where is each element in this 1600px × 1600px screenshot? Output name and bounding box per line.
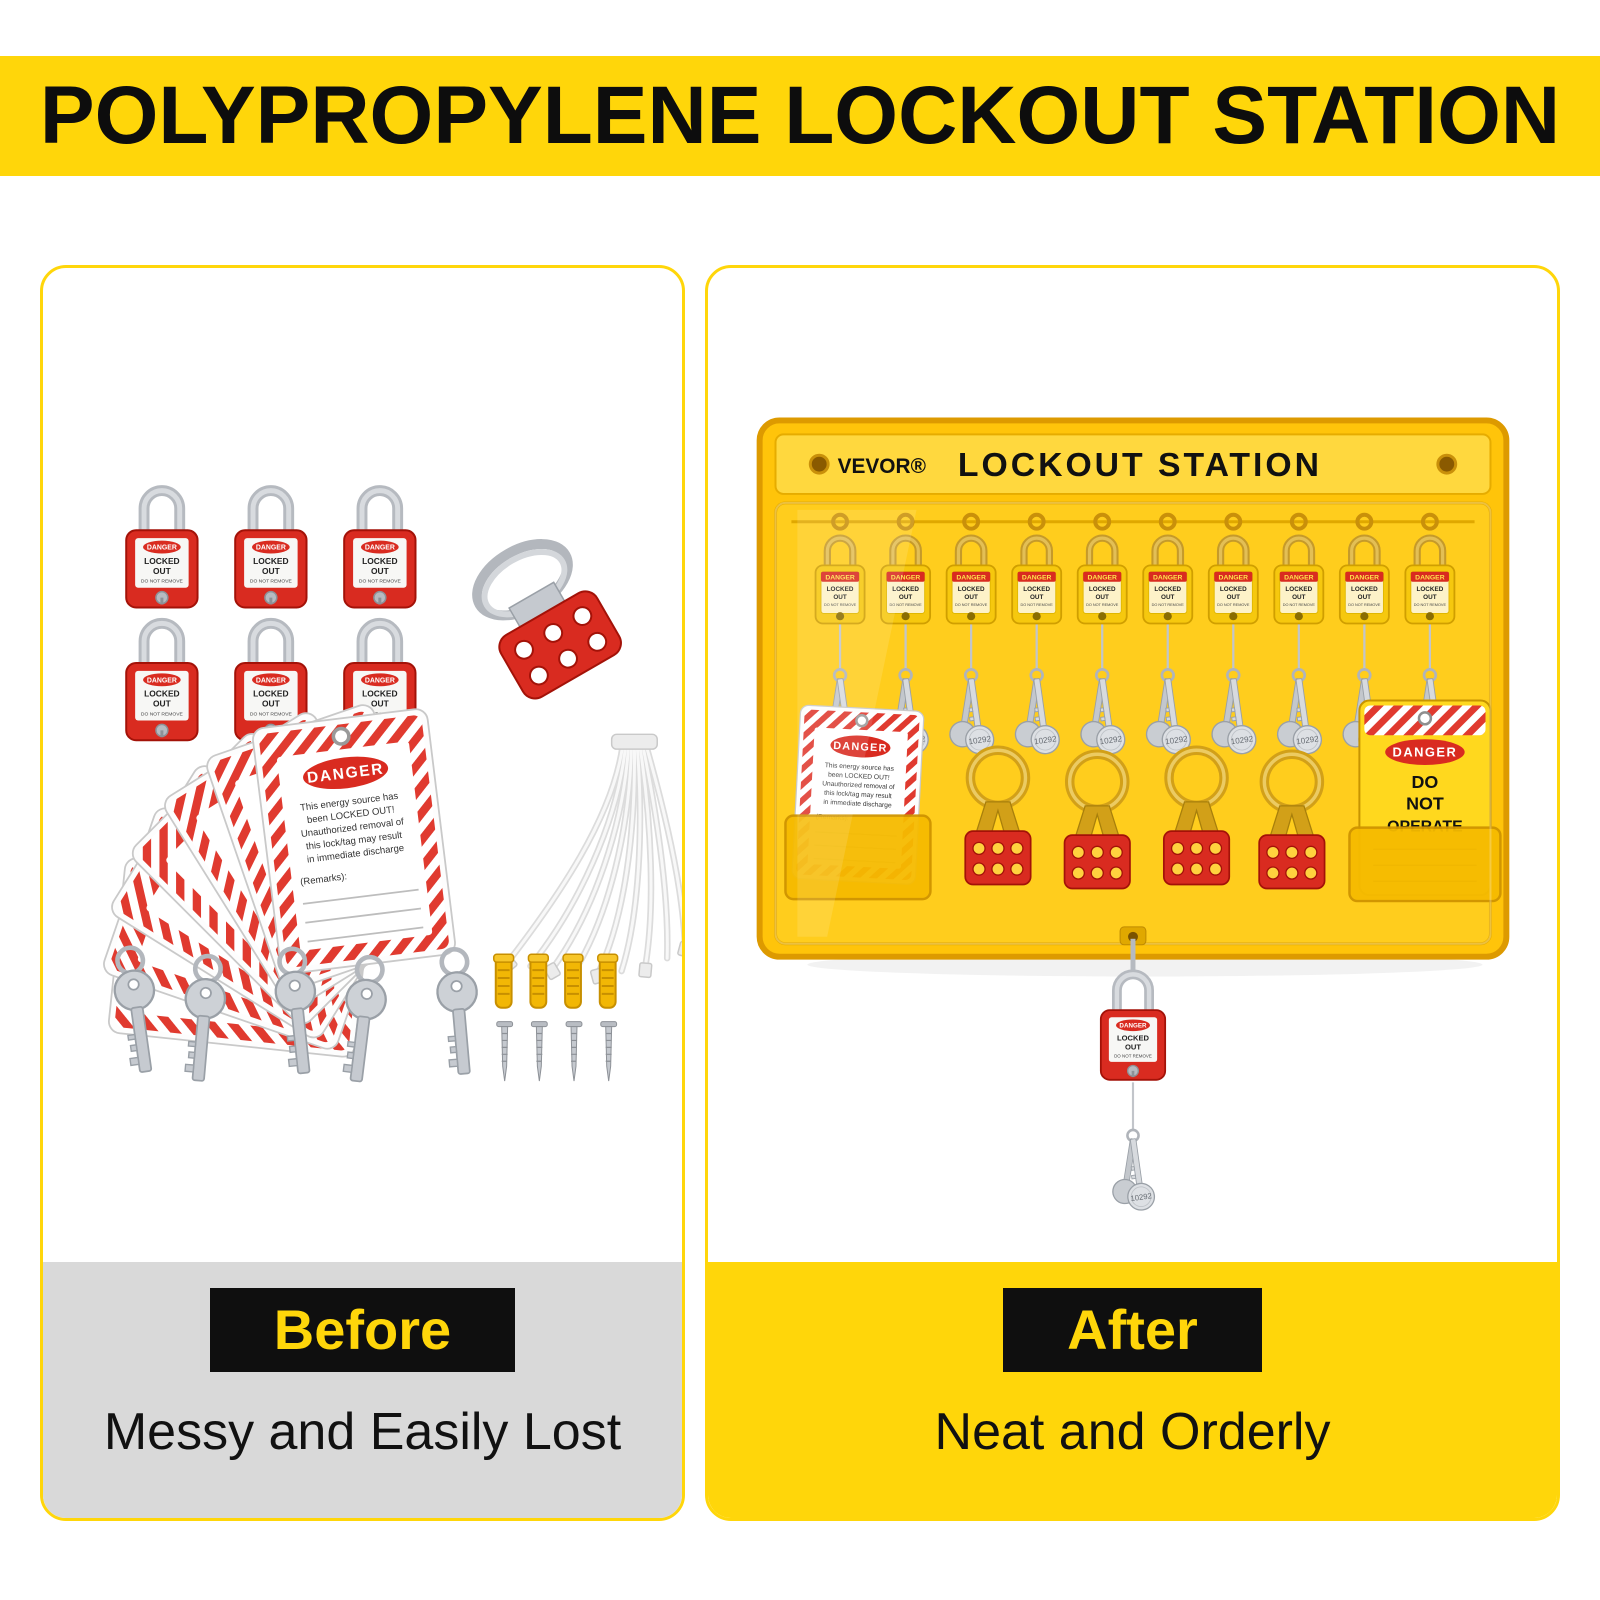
red-padlock	[126, 491, 197, 608]
header-banner: POLYPROPYLENE LOCKOUT STATION	[0, 56, 1600, 176]
before-panel: Before Messy and Easily Lost	[40, 265, 685, 1521]
operate-tag-not: NOT	[1406, 794, 1444, 814]
after-footer: After Neat and Orderly	[708, 1262, 1557, 1518]
danger-tags-stack	[98, 700, 459, 1060]
hanging-keyset	[1109, 1081, 1158, 1214]
danger-tag	[249, 706, 459, 977]
operate-tag-danger: DANGER	[1393, 745, 1458, 760]
zip-ties	[499, 733, 682, 985]
screw	[530, 1021, 548, 1082]
before-products-illustration	[98, 268, 682, 1268]
mounting-screws	[496, 1021, 618, 1082]
mount-hole-right	[1436, 453, 1458, 475]
red-padlock	[344, 491, 415, 608]
after-station-illustration: VEVOR® LOCKOUT STATION	[756, 417, 1510, 1214]
station-brand: VEVOR®	[838, 455, 927, 478]
screw	[565, 1021, 583, 1082]
wall-anchor	[596, 953, 619, 1009]
after-panel: VEVOR® LOCKOUT STATION	[705, 265, 1560, 1521]
lockout-hasp	[472, 539, 622, 700]
tag-eyelet	[1417, 711, 1433, 726]
wall-anchor	[527, 953, 550, 1009]
red-padlock	[126, 623, 197, 740]
page-title: POLYPROPYLENE LOCKOUT STATION	[39, 70, 1561, 161]
before-badge: Before	[209, 1288, 516, 1372]
station-tag-left	[784, 703, 932, 901]
board-header	[774, 433, 1492, 495]
after-badge: After	[1003, 1288, 1262, 1372]
station-pocket-right	[1348, 826, 1502, 903]
wall-anchor	[492, 953, 515, 1009]
zip-tie-band	[610, 733, 658, 750]
screw	[496, 1021, 514, 1082]
wall-anchor	[562, 953, 585, 1009]
screw	[600, 1021, 618, 1082]
station-pocket-left	[784, 814, 932, 901]
hanging-red-padlock	[1101, 974, 1165, 1079]
red-padlock	[235, 491, 306, 608]
station-hooks	[831, 512, 1439, 531]
lockout-station-board: VEVOR® LOCKOUT STATION	[756, 417, 1510, 960]
hanging-padlock-group	[1101, 938, 1165, 1214]
mount-hole-left	[808, 453, 830, 475]
key	[434, 948, 484, 1076]
before-caption: Messy and Easily Lost	[103, 1403, 622, 1461]
cover-sheen	[797, 509, 917, 937]
station-title: LOCKOUT STATION	[958, 446, 1322, 484]
after-caption: Neat and Orderly	[934, 1403, 1331, 1461]
before-footer: Before Messy and Easily Lost	[43, 1262, 682, 1518]
red-padlocks	[126, 491, 415, 741]
operate-tag-do: DO	[1412, 772, 1439, 792]
